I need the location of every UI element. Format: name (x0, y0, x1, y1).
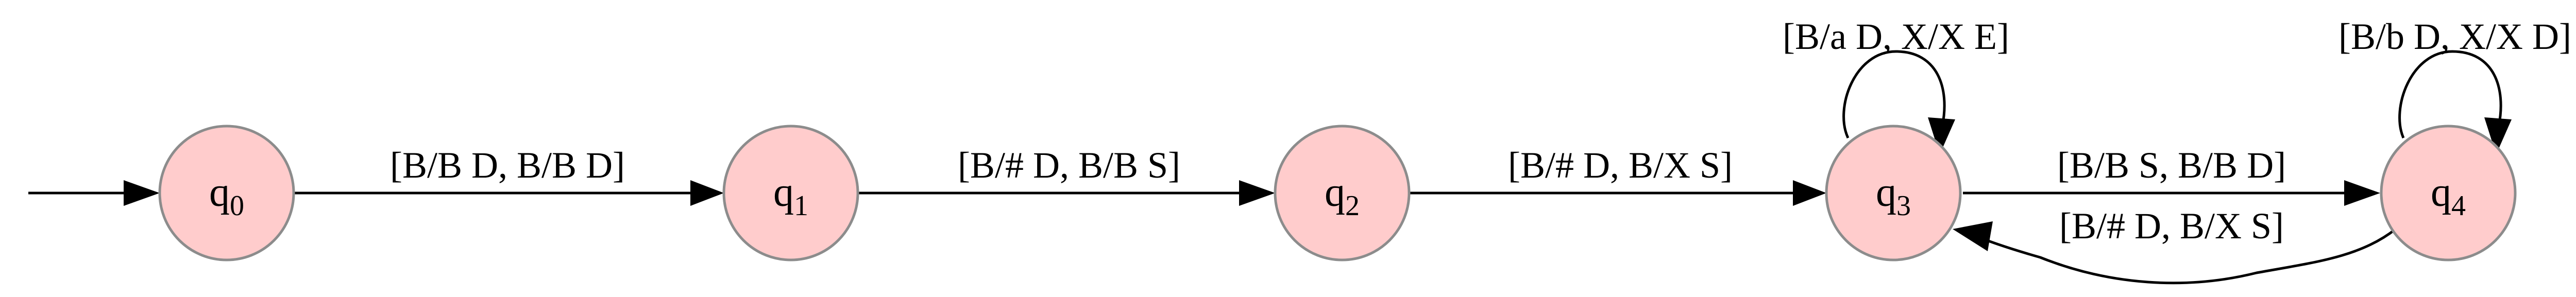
state-q0-sub: 0 (230, 190, 244, 222)
edge-q4-q3 (1953, 221, 2397, 285)
svg-text:q2: q2 (1325, 170, 1360, 222)
edge-q2-q3 (1409, 180, 1826, 206)
edge-q3-self (1842, 50, 1955, 154)
edge-label-q0-q1: [B/B D, B/B D] (390, 145, 625, 186)
state-q1: q1 (722, 125, 859, 261)
state-q1-sub: 1 (794, 190, 808, 222)
state-q1-base: q (773, 170, 794, 215)
edge-q3-q4 (1963, 180, 2380, 206)
svg-text:q1: q1 (773, 170, 808, 222)
state-q2-sub: 2 (1345, 190, 1360, 222)
start-arrow (28, 180, 160, 206)
edge-q1-q2 (858, 180, 1275, 206)
edge-label-q1-q2: [B/# D, B/B S] (958, 145, 1180, 186)
edge-label-q3-self: [B/a D, X/X E] (1783, 16, 2009, 57)
state-q0: q0 (158, 125, 295, 261)
state-q4: q4 (2380, 125, 2517, 261)
svg-text:q3: q3 (1876, 170, 1911, 222)
state-q3: q3 (1825, 125, 1962, 261)
state-q2-base: q (1325, 170, 1345, 215)
state-q4-sub: 4 (2451, 190, 2466, 222)
edge-label-q4-q3: [B/# D, B/X S] (2059, 205, 2284, 247)
state-q3-base: q (1876, 170, 1896, 215)
edge-q4-self (2398, 50, 2512, 154)
svg-text:q0: q0 (209, 170, 244, 222)
state-q3-sub: 3 (1896, 190, 1911, 222)
state-q0-base: q (209, 170, 230, 215)
state-q4-base: q (2431, 170, 2451, 215)
edge-label-q3-q4: [B/B S, B/B D] (2057, 145, 2286, 186)
edge-q0-q1 (294, 180, 724, 206)
edge-label-q4-self: [B/b D, X/X D] (2338, 16, 2571, 57)
state-q2: q2 (1274, 125, 1411, 261)
svg-text:q4: q4 (2431, 170, 2466, 222)
edge-label-q2-q3: [B/# D, B/X S] (1508, 145, 1733, 186)
